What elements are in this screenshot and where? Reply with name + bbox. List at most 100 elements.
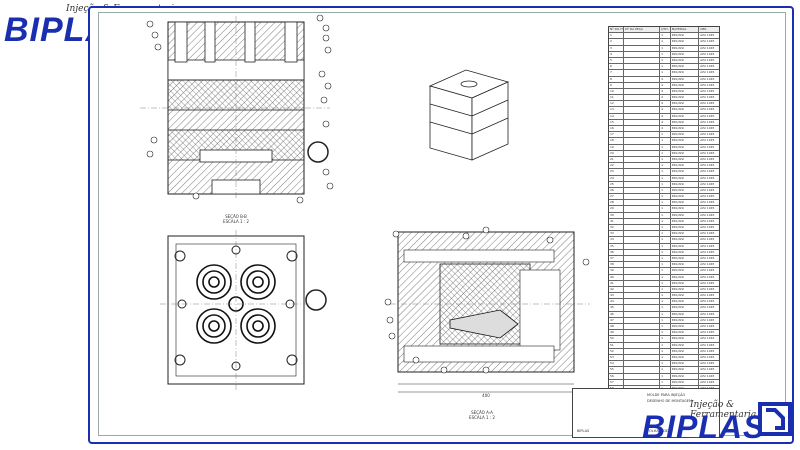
bom-cell: P20/AISI — [671, 126, 700, 132]
bom-cell: P20/AISI — [671, 231, 700, 237]
bom-cell: 1 — [660, 206, 671, 212]
bom-cell: P20/AISI — [671, 354, 700, 361]
bom-cell: 34 — [609, 237, 625, 243]
bom-cell — [624, 324, 661, 330]
bom-cell: 1 — [660, 255, 671, 262]
bom-cell: P20/AISI — [671, 33, 700, 39]
title-block-line1: MOLDE PARA INJEÇÃO — [647, 393, 686, 397]
bom-cell — [624, 119, 661, 125]
bom-cell: AISI 1045 — [700, 51, 715, 56]
bom-cell: 53 — [609, 354, 625, 361]
bom-cell: 1 — [660, 175, 671, 181]
section-a-a-scale: ESCALA 1 : 2 — [469, 415, 495, 420]
brand-tagline-bottom: Injeção & Ferramentaria — [690, 400, 757, 420]
bom-cell: AISI 1045 — [700, 138, 715, 143]
bom-cell: 18 — [609, 138, 625, 144]
bom-cell — [624, 373, 661, 379]
bom-cell: P20/AISI — [671, 336, 700, 342]
bom-cell: P20/AISI — [671, 206, 700, 212]
bom-header-row: Nº DO ITEM Nº DA PEÇA QTD. MATERIAL OBS — [609, 27, 719, 34]
bom-cell: 1 — [609, 33, 625, 39]
bom-cell: AISI 1045 — [700, 175, 715, 180]
bom-cell — [624, 107, 661, 113]
bom-cell: 42 — [609, 286, 625, 293]
bom-cell: 11 — [609, 95, 625, 101]
bom-cell — [624, 305, 661, 311]
bom-cell: P20/AISI — [671, 200, 700, 206]
bom-cell: P20/AISI — [671, 361, 700, 367]
bom-cell: 9 — [609, 82, 625, 88]
bom-cell: AISI 1045 — [700, 379, 715, 384]
bom-cell: 1 — [660, 163, 671, 169]
bom-cell — [624, 200, 661, 206]
bom-cell: 44 — [609, 299, 625, 305]
bom-cell: 4 — [660, 113, 671, 119]
bom-cell: AISI 1045 — [700, 194, 715, 199]
bom-cell: 1 — [660, 324, 671, 330]
section-b-b-scale: ESCALA 1 : 2 — [223, 219, 249, 224]
bom-cell: AISI 1045 — [700, 324, 715, 328]
bom-cell: 2 — [609, 39, 625, 45]
bom-cell: 30 — [609, 212, 625, 218]
bom-cell — [624, 39, 661, 45]
bom-cell: 4 — [660, 95, 671, 101]
bom-cell: AISI 1045 — [700, 88, 715, 93]
bom-cell: 37 — [609, 255, 625, 262]
bom-cell: 1 — [660, 194, 671, 200]
bom-cell — [624, 286, 661, 293]
bom-cell: 28 — [609, 200, 625, 206]
bom-cell: 4 — [660, 107, 671, 113]
bom-cell: P20/AISI — [671, 64, 700, 70]
bom-cell: P20/AISI — [671, 299, 700, 305]
bom-cell: 1 — [660, 293, 671, 299]
bom-cell: P20/AISI — [671, 45, 700, 51]
bom-cell: 1 — [660, 225, 671, 231]
bom-cell: 4 — [660, 101, 671, 107]
bom-cell — [624, 293, 661, 299]
bom-cell — [624, 126, 661, 132]
bom-cell: 33 — [609, 231, 625, 237]
bom-cell — [624, 206, 661, 212]
bom-cell: 22 — [609, 163, 625, 169]
bom-cell: 25 — [609, 181, 625, 187]
bom-cell: AISI 1045 — [700, 181, 715, 186]
bom-cell — [624, 33, 661, 39]
bom-cell: P20/AISI — [671, 379, 700, 385]
bom-cell: 43 — [609, 293, 625, 299]
bom-cell: 1 — [660, 187, 671, 194]
bom-cell: 39 — [609, 268, 625, 274]
bom-cell: 1 — [660, 39, 671, 45]
bom-cell: AISI 1045 — [700, 169, 715, 174]
bom-cell: P20/AISI — [671, 113, 700, 119]
bom-cell — [624, 187, 661, 194]
bom-cell: 51 — [609, 342, 625, 348]
bom-cell — [624, 70, 661, 76]
bom-cell — [624, 138, 661, 144]
bom-cell: AISI 1045 — [700, 70, 715, 75]
bom-cell — [624, 249, 661, 255]
bom-cell: 17 — [609, 132, 625, 138]
section-b-b-label: SEÇÃO B-B ESCALA 1 : 2 — [214, 214, 258, 224]
bom-cell — [624, 150, 661, 156]
bom-cell: 1 — [660, 280, 671, 286]
bom-cell: P20/AISI — [671, 262, 700, 268]
bom-cell: 27 — [609, 194, 625, 200]
section-b-b-title: SEÇÃO B-B — [225, 214, 247, 219]
bom-cell — [624, 95, 661, 101]
bom-cell: 1 — [660, 262, 671, 268]
bom-cell: 48 — [609, 324, 625, 330]
bom-cell — [624, 163, 661, 169]
